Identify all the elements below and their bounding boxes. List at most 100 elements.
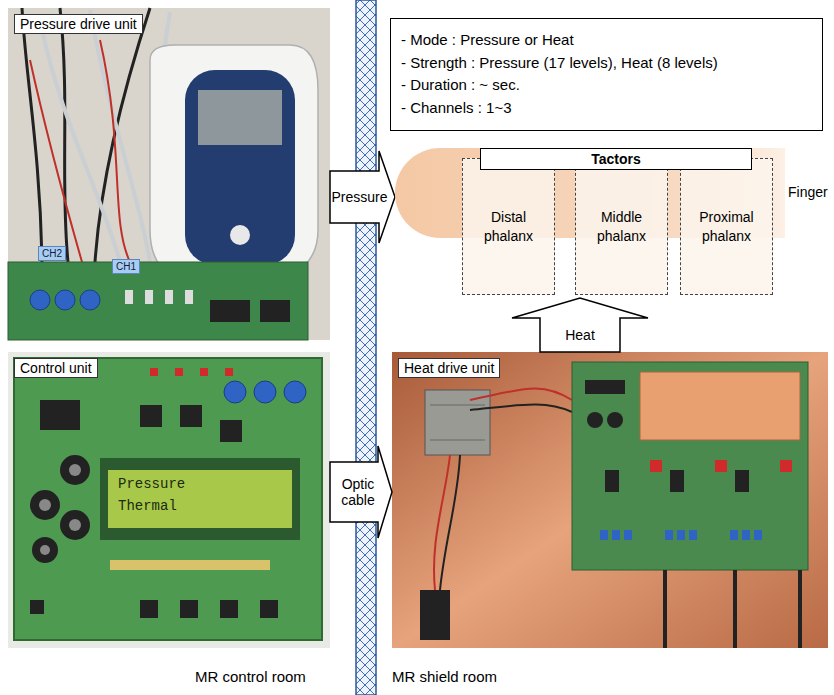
photo-detail <box>780 460 792 472</box>
photo-detail <box>40 545 50 555</box>
photo-detail <box>224 381 246 403</box>
spec-line: - Mode : Pressure or Heat <box>401 29 574 52</box>
tactor-label: Tactors <box>591 151 641 167</box>
photo-detail <box>735 470 749 492</box>
spec-line: - Strength : Pressure (17 levels), Heat … <box>401 52 718 75</box>
arrow-label-holder: Heat <box>565 327 595 343</box>
photo-detail <box>624 530 632 540</box>
photo-detail <box>260 600 278 618</box>
photo-detail <box>180 405 202 427</box>
photo-detail <box>140 405 162 427</box>
photo-detail <box>30 290 50 310</box>
finger-outline: FingerTactorsDistal phalanxMiddle phalan… <box>395 138 785 298</box>
photo-detail <box>430 440 485 441</box>
photo-detail <box>572 362 808 570</box>
photo-detail <box>640 372 800 440</box>
photo-detail <box>392 352 828 648</box>
label-holder: Thermal <box>118 496 177 514</box>
photo-detail <box>8 8 330 340</box>
photo-detail <box>110 560 270 570</box>
photo-detail <box>665 530 673 540</box>
photo-detail <box>69 464 81 476</box>
photo-detail <box>677 530 685 540</box>
photo-detail <box>663 570 667 648</box>
phalanx-box: Proximal phalanx <box>680 158 773 295</box>
arrow-label-holder: Pressure <box>331 189 387 205</box>
photo-detail <box>100 458 300 540</box>
photo-detail <box>69 519 81 531</box>
panel-title: Control unit <box>14 358 98 378</box>
photo-detail <box>22 8 42 262</box>
photo-detail <box>605 470 619 492</box>
arrow-label: Pressure <box>331 189 387 205</box>
photo-detail <box>254 381 276 403</box>
arrow-label: Optic cable <box>335 476 381 508</box>
photo-detail <box>185 70 295 265</box>
photo-detail <box>730 530 738 540</box>
phalanx-label: Proximal phalanx <box>685 208 768 244</box>
photo-detail <box>220 420 242 442</box>
block-arrow <box>512 298 648 352</box>
photo-detail <box>210 300 250 322</box>
photo-detail <box>32 537 58 563</box>
photo-detail <box>230 225 250 245</box>
photo-detail <box>185 290 193 304</box>
photo-detail <box>140 600 158 618</box>
photo-detail <box>125 290 133 304</box>
photo-detail <box>30 60 82 262</box>
photo-detail <box>40 400 80 430</box>
spec-line: - Channels : 1~3 <box>401 97 512 120</box>
photo-detail <box>150 368 158 376</box>
phalanx-box: Middle phalanx <box>575 158 668 295</box>
block-arrow <box>330 151 395 243</box>
photo-detail <box>165 290 173 304</box>
photo-detail <box>39 499 51 511</box>
photo-detail <box>200 368 208 376</box>
photo-detail <box>600 530 608 540</box>
photo-detail <box>8 352 330 648</box>
photo-detail <box>220 600 238 618</box>
photo-detail <box>145 290 153 304</box>
label-holder: MR shield room <box>392 668 497 686</box>
shield-wall <box>356 0 376 695</box>
photo-detail <box>30 600 44 614</box>
photo-detail <box>585 380 625 394</box>
arrow-label: Heat <box>565 327 595 343</box>
photo-detail <box>8 262 308 340</box>
photo-detail <box>754 530 762 540</box>
photo-detail <box>715 460 727 472</box>
panel-title: Pressure drive unit <box>14 14 143 34</box>
photo-detail <box>40 20 120 262</box>
photo-detail <box>225 368 233 376</box>
photo-panel: Heat drive unit <box>392 352 828 648</box>
photo-detail <box>90 10 150 262</box>
label-holder: CH2 <box>38 243 66 261</box>
photo-detail <box>425 390 490 455</box>
finger-label: Finger <box>788 184 828 200</box>
photo-detail <box>150 45 318 285</box>
photo-detail <box>198 90 282 145</box>
room-label: MR control room <box>195 668 306 685</box>
photo-detail <box>607 412 623 428</box>
photo-detail <box>612 530 620 540</box>
photo-detail <box>14 358 322 640</box>
heat-unit-photo <box>392 352 828 648</box>
arrow-label-holder: Optic cable <box>335 476 381 508</box>
tactor-box: Tactors <box>480 148 752 170</box>
phalanx-label: Distal phalanx <box>467 208 550 244</box>
photo-detail <box>470 405 572 412</box>
pressure-unit-photo <box>8 8 330 340</box>
lcd-text: Pressure <box>118 476 185 492</box>
block-arrow <box>330 446 392 538</box>
photo-detail <box>175 368 183 376</box>
channel-tag: CH2 <box>38 246 66 261</box>
photo-detail <box>356 0 376 695</box>
photo-detail <box>30 490 60 520</box>
label-holder: Pressure <box>118 474 185 492</box>
spec-line: - Duration : ~ sec. <box>401 74 520 97</box>
photo-detail <box>108 470 292 528</box>
photo-detail <box>587 412 603 428</box>
label-holder: MR control room <box>195 668 306 686</box>
photo-detail <box>733 570 737 648</box>
photo-detail <box>55 290 75 310</box>
